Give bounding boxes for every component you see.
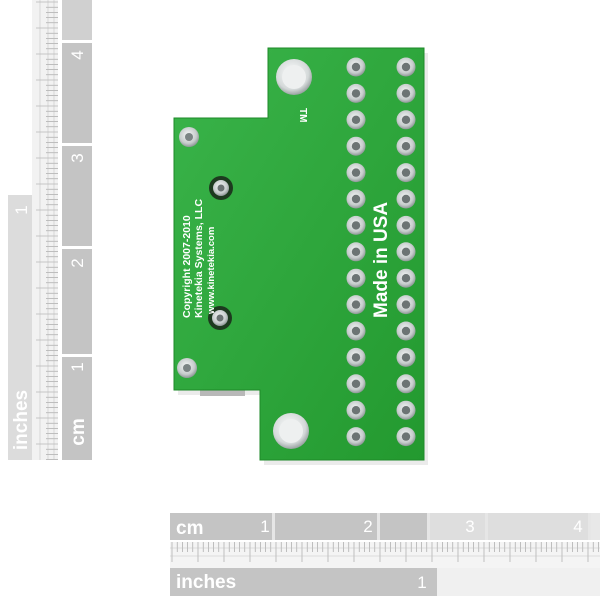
- hruler-cm-number-4: 4: [573, 517, 582, 536]
- url-line: www.kinetekia.com: [206, 227, 217, 315]
- vruler-inches-unit: inches: [11, 390, 32, 450]
- cm-segment: [62, 0, 92, 40]
- vertical-ruler-ticks: [36, 0, 58, 460]
- cm-segment: [62, 249, 92, 354]
- hruler-cm-number-1: 1: [260, 517, 269, 536]
- hruler-inches-number-1: 1: [417, 573, 426, 592]
- made-in-usa-label: Made in USA: [371, 202, 392, 318]
- header-pin: [346, 295, 366, 315]
- cm-segment: [62, 146, 92, 246]
- header-pin: [396, 321, 416, 341]
- corner-pad: [179, 127, 199, 147]
- vruler-inches-number-1: 1: [12, 205, 31, 214]
- horizontal-ruler-ticks: [170, 542, 600, 562]
- header-pin: [346, 83, 366, 103]
- connector-pad: [209, 176, 233, 200]
- vruler-cm-unit: cm: [68, 418, 89, 445]
- inches-strip-faded: [437, 568, 600, 596]
- horizontal-ruler: cm 1 2 3 4 inches 1: [170, 513, 600, 596]
- header-pin: [346, 374, 366, 394]
- vertical-ruler: 4 3 2 1 cm 1 inches: [8, 0, 92, 460]
- connector-edge: [200, 388, 245, 396]
- header-pin: [346, 321, 366, 341]
- header-pin: [396, 163, 416, 183]
- header-pin: [346, 347, 366, 367]
- header-pin: [346, 268, 366, 288]
- header-pin: [396, 57, 416, 77]
- hruler-cm-number-2: 2: [363, 517, 372, 536]
- hruler-cm-unit: cm: [176, 518, 203, 539]
- inches-strip: [170, 568, 437, 596]
- cm-segment: [275, 513, 377, 540]
- mounting-hole: [273, 413, 309, 449]
- header-pin: [396, 295, 416, 315]
- header-pin: [396, 400, 416, 420]
- vruler-cm-number-1: 1: [68, 362, 87, 371]
- header-pin: [346, 189, 366, 209]
- header-pin: [346, 427, 366, 447]
- cm-segment: [380, 513, 427, 540]
- header-pin: [396, 136, 416, 156]
- cm-segment: [488, 513, 588, 540]
- header-pin: [396, 374, 416, 394]
- header-pin: [396, 268, 416, 288]
- cm-segment: [591, 513, 600, 540]
- header-pins: [346, 57, 416, 447]
- fine-scale: [32, 0, 58, 460]
- header-pin: [396, 83, 416, 103]
- copyright-line: Copyright 2007-2010: [181, 215, 193, 318]
- vruler-cm-number-4: 4: [68, 50, 87, 59]
- header-pin: [346, 136, 366, 156]
- header-pin: [396, 189, 416, 209]
- cm-segment: [62, 357, 92, 460]
- header-pin: [396, 215, 416, 235]
- company-line: Kinetekia Systems, LLC: [193, 199, 205, 318]
- header-pin: [396, 242, 416, 262]
- mounting-hole: [276, 59, 312, 95]
- hruler-cm-number-3: 3: [465, 517, 474, 536]
- header-pin: [346, 110, 366, 130]
- header-pin: [396, 347, 416, 367]
- header-pin: [346, 163, 366, 183]
- header-pin: [346, 242, 366, 262]
- header-pin: [346, 57, 366, 77]
- header-pin: [346, 400, 366, 420]
- header-pin: [396, 427, 416, 447]
- trademark-mark: TM: [297, 108, 308, 122]
- cm-segment: [62, 43, 92, 143]
- cm-segment: [430, 513, 485, 540]
- header-pin: [396, 110, 416, 130]
- vruler-cm-number-2: 2: [68, 258, 87, 267]
- vruler-cm-number-3: 3: [68, 153, 87, 162]
- hruler-inches-unit: inches: [176, 572, 236, 593]
- corner-pad: [177, 358, 197, 378]
- cm-segment: [170, 513, 272, 540]
- pcb-board: TM Made in USA Copyright 2007-2010 Kinet…: [173, 47, 428, 465]
- connector-pad: [208, 306, 232, 330]
- header-pin: [346, 215, 366, 235]
